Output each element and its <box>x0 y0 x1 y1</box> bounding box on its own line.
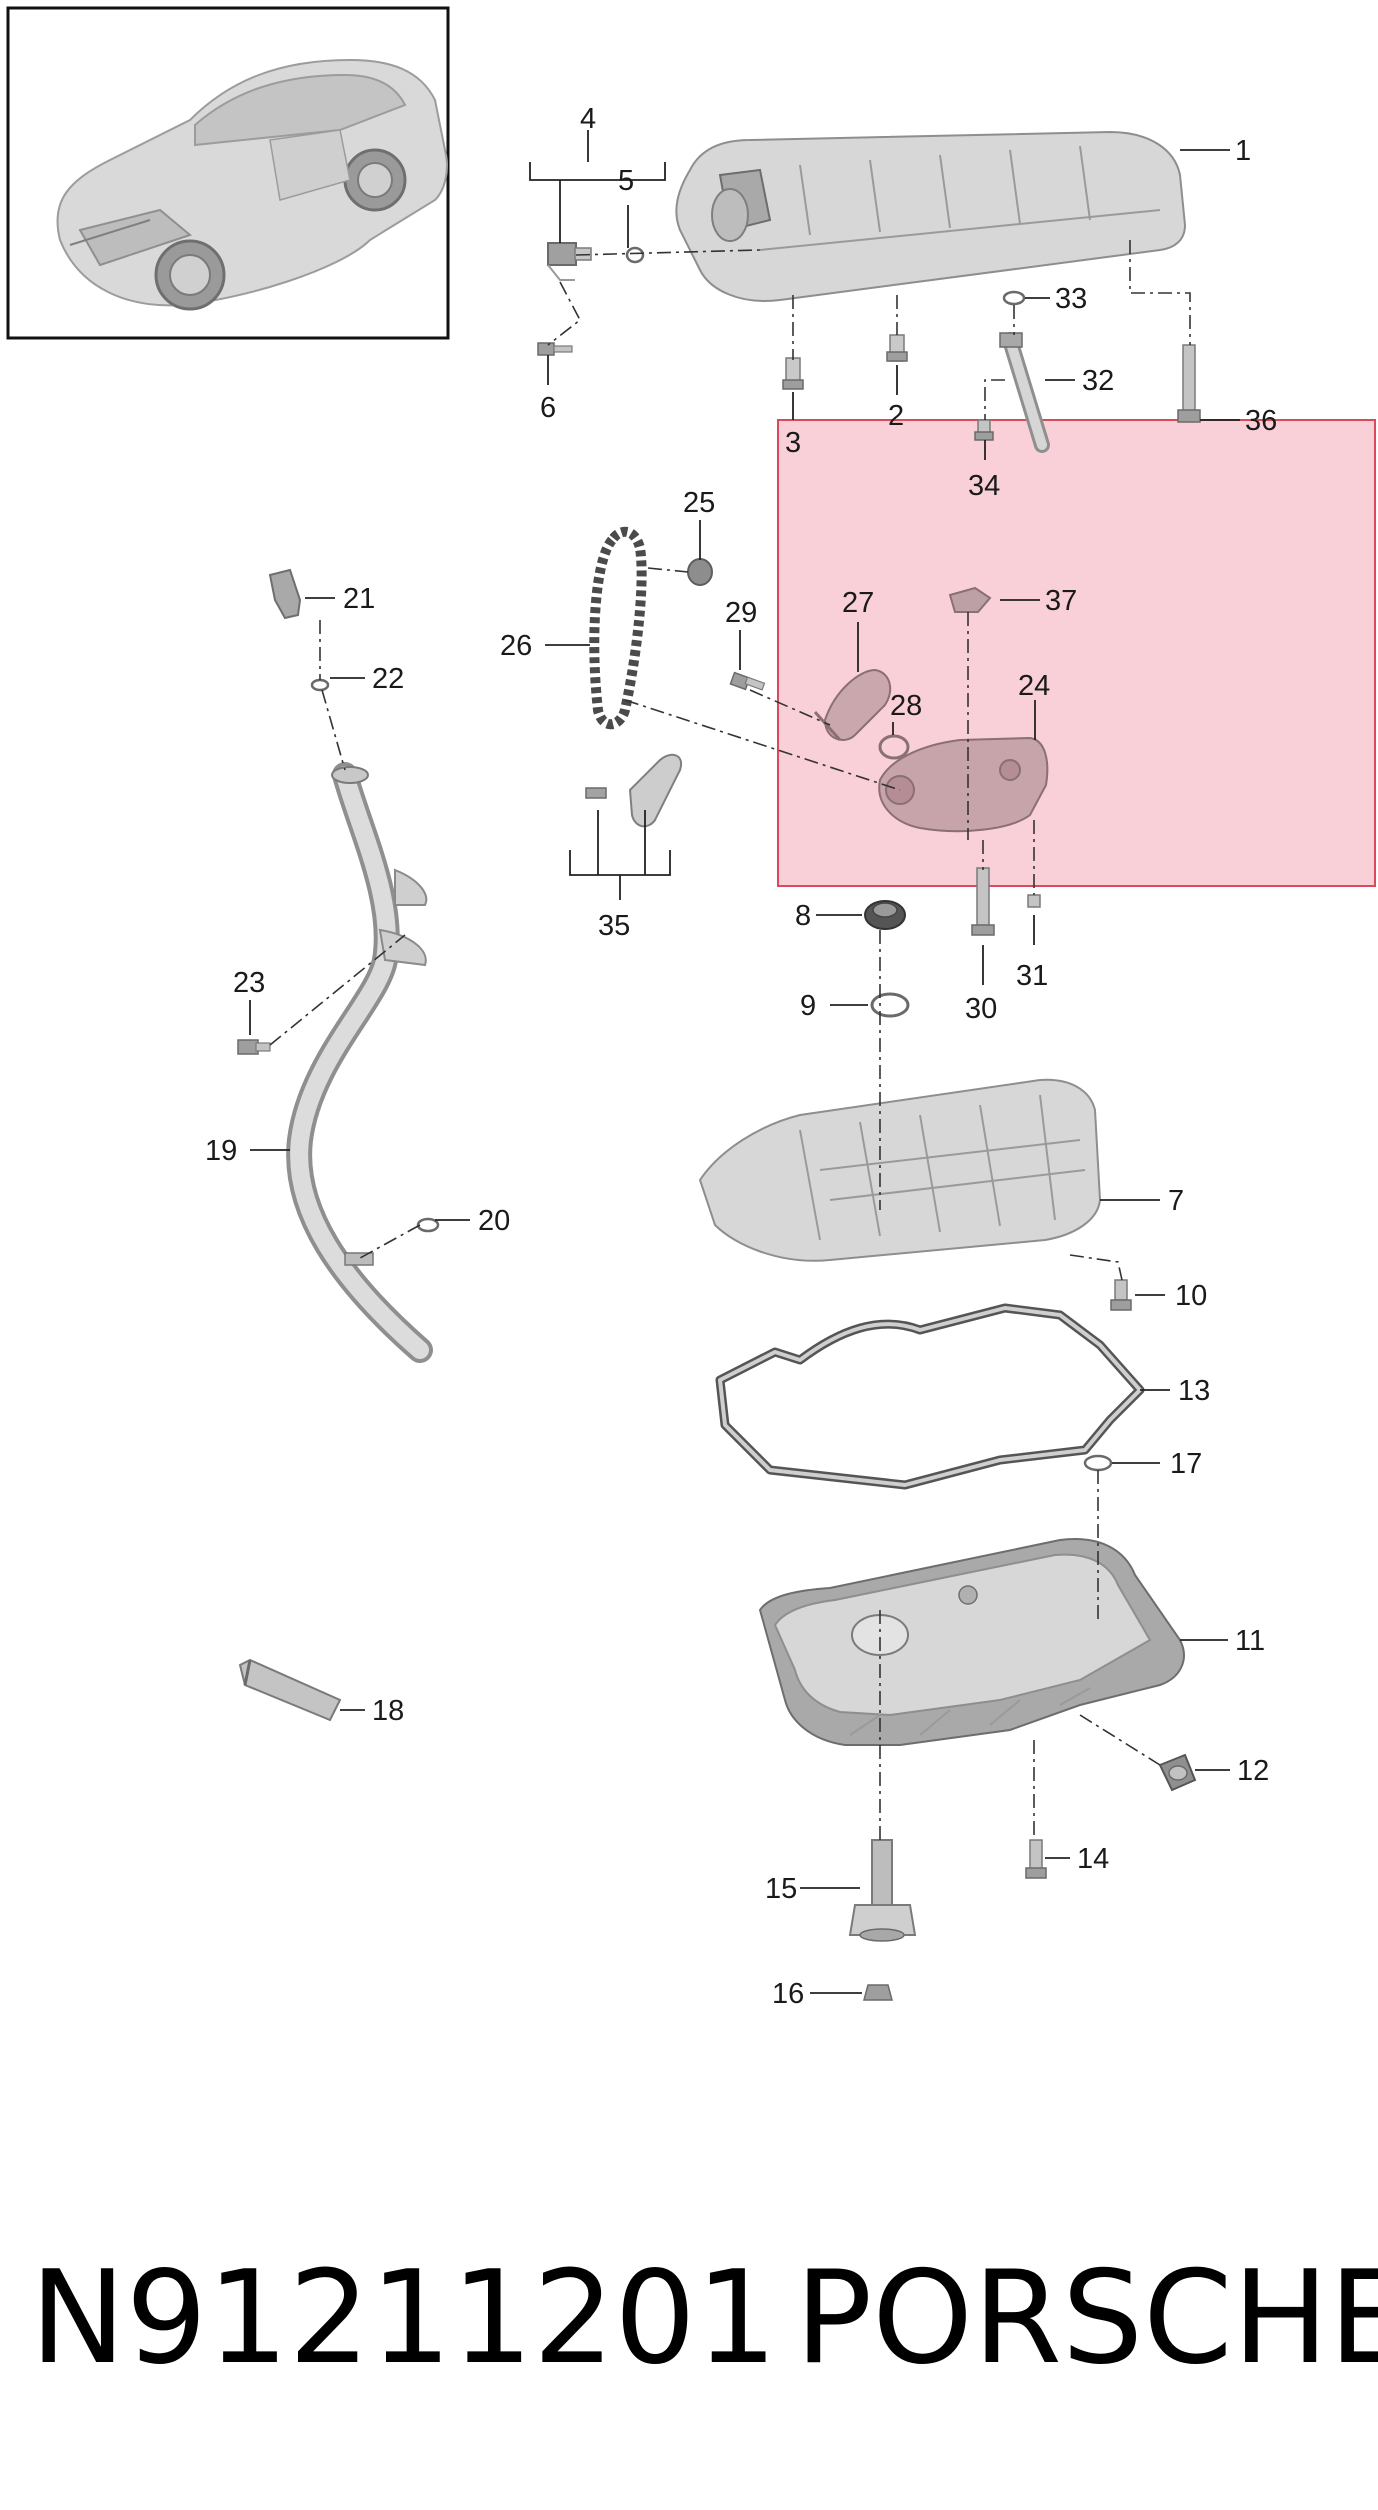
callout-4: 4 <box>580 103 596 135</box>
callout-27: 27 <box>842 587 874 619</box>
part-19-dipstick-tube <box>286 762 433 1363</box>
part-33-seal-ring <box>1002 290 1026 306</box>
part-number-caption: N91211201 <box>30 2244 777 2393</box>
part-14-bolt <box>1025 1839 1047 1879</box>
callout-36: 36 <box>1245 405 1277 437</box>
callout-37: 37 <box>1045 585 1077 617</box>
part-23-bolt <box>237 1039 271 1055</box>
callout-8: 8 <box>795 900 811 932</box>
assembly-lines <box>269 240 1191 1840</box>
leader-lines <box>249 130 1240 1994</box>
callout-2: 2 <box>888 400 904 432</box>
callout-34: 34 <box>968 470 1000 502</box>
callout-18: 18 <box>372 1695 404 1727</box>
callout-12: 12 <box>1237 1755 1269 1787</box>
callout-13: 13 <box>1178 1375 1210 1407</box>
part-25-sprocket-washer <box>687 558 713 586</box>
callout-16: 16 <box>772 1978 804 2010</box>
part-16-nut <box>863 1984 893 2001</box>
callout-7: 7 <box>1168 1185 1184 1217</box>
callout-20: 20 <box>478 1205 510 1237</box>
part-28-seal-ring <box>878 734 910 760</box>
part-7-baffle <box>698 1078 1102 1262</box>
callout-6: 6 <box>540 392 556 424</box>
callout-30: 30 <box>965 993 997 1025</box>
part-22-seal-ring <box>310 678 330 692</box>
callout-28: 28 <box>890 690 922 722</box>
part-12-drain-plug <box>1158 1753 1197 1792</box>
part-13-gasket <box>715 1303 1145 1490</box>
part-5-seal-ring <box>625 246 645 264</box>
callout-32: 32 <box>1082 365 1114 397</box>
part-1-upper-housing <box>675 130 1187 302</box>
callout-33: 33 <box>1055 283 1087 315</box>
callout-26: 26 <box>500 630 532 662</box>
callout-35: 35 <box>598 910 630 942</box>
part-27-oil-pickup <box>813 668 892 741</box>
callout-9: 9 <box>800 990 816 1022</box>
callout-5: 5 <box>618 165 634 197</box>
part-15-oil-level-sensor <box>848 1839 917 1942</box>
callout-24: 24 <box>1018 670 1050 702</box>
part-8-plug <box>864 900 906 930</box>
part-21-sensor <box>268 568 302 620</box>
part-36-long-bolt <box>1177 344 1201 423</box>
part-32-oil-tube <box>999 332 1050 453</box>
part-31-bolt <box>1027 894 1041 908</box>
callout-15: 15 <box>765 1873 797 1905</box>
callout-31: 31 <box>1016 960 1048 992</box>
part-3-bolt <box>782 357 804 390</box>
vehicle-thumbnail <box>6 6 450 340</box>
part-30-bolt <box>971 867 995 936</box>
part-18-tube <box>238 1658 342 1722</box>
callout-19: 19 <box>205 1135 237 1167</box>
callout-25: 25 <box>683 487 715 519</box>
part-35-chain-tensioner <box>585 753 683 828</box>
callout-23: 23 <box>233 967 265 999</box>
part-37-sensor <box>948 586 992 613</box>
callout-29: 29 <box>725 597 757 629</box>
callout-14: 14 <box>1077 1843 1109 1875</box>
part-20-seal-ring <box>416 1217 440 1233</box>
part-11-oil-pan <box>758 1538 1185 1746</box>
callout-labels: 1 2 3 4 5 6 7 8 9 10 11 12 13 14 15 16 1… <box>205 103 1277 2010</box>
highlight-region <box>777 419 1376 887</box>
callout-22: 22 <box>372 663 404 695</box>
part-9-seal-ring <box>870 992 910 1018</box>
part-26-chain <box>589 526 647 730</box>
callout-1: 1 <box>1235 135 1251 167</box>
part-4-sensor <box>547 242 592 281</box>
callout-17: 17 <box>1170 1448 1202 1480</box>
part-10-bolt <box>1110 1279 1132 1311</box>
part-17-seal-ring <box>1083 1454 1113 1472</box>
part-34-bolt <box>974 419 994 441</box>
car-illustration <box>56 58 448 311</box>
part-2-bolt <box>886 334 908 362</box>
callout-10: 10 <box>1175 1280 1207 1312</box>
part-6-bolt <box>537 342 573 356</box>
callout-3: 3 <box>785 427 801 459</box>
callout-11: 11 <box>1235 1625 1265 1657</box>
callout-21: 21 <box>343 583 375 615</box>
brand-caption: PORSCHE <box>795 2244 1378 2393</box>
part-29-bolt <box>729 671 766 691</box>
part-24-oil-pump <box>878 736 1049 833</box>
